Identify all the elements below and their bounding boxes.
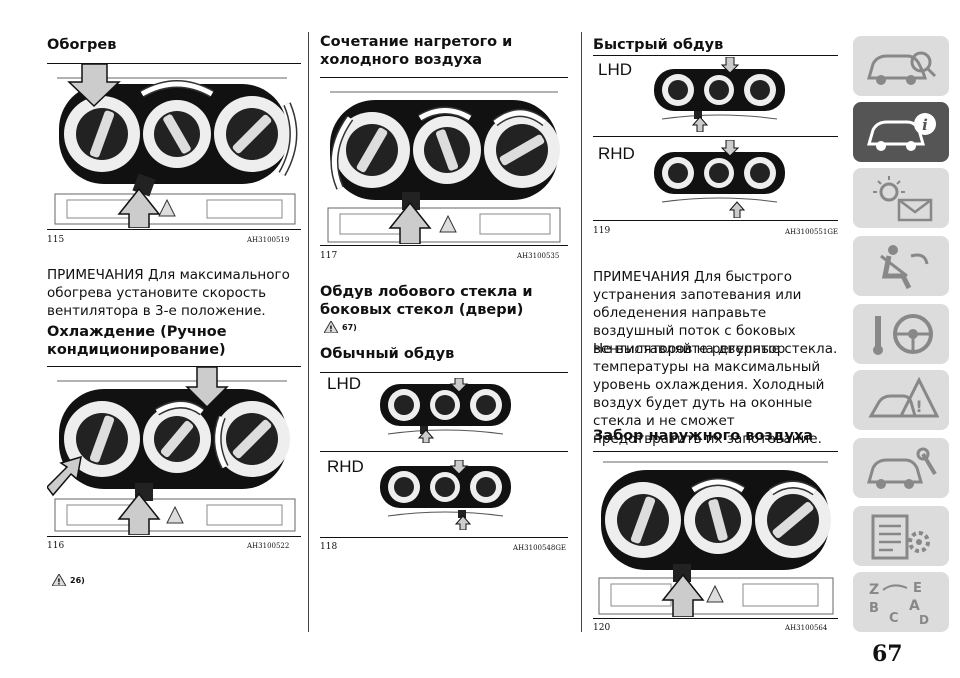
figure-number: 116 bbox=[47, 541, 65, 551]
svg-text:B: B bbox=[869, 601, 879, 616]
climate-panel-rhd-figure-119 bbox=[654, 140, 785, 218]
svg-text:A: A bbox=[909, 598, 920, 614]
climate-panel-lhd-figure-118 bbox=[380, 378, 511, 443]
tab-safety[interactable] bbox=[853, 236, 949, 296]
tab-emergency[interactable]: ! bbox=[853, 370, 949, 430]
figure-ref: AH3100522 bbox=[247, 542, 290, 550]
climate-panel-rhd-figure-118 bbox=[380, 460, 511, 530]
svg-text:!: ! bbox=[915, 397, 922, 416]
svg-text:!: ! bbox=[329, 325, 333, 334]
climate-panel-figure-116 bbox=[47, 367, 301, 535]
steering-icon bbox=[873, 314, 933, 355]
climate-panel-figure-120 bbox=[593, 452, 838, 617]
svg-text:C: C bbox=[889, 611, 899, 626]
car-search-icon bbox=[867, 51, 937, 85]
para-fast: Не выставляйте регулятор температуры на … bbox=[593, 341, 825, 447]
figure-number: 117 bbox=[320, 251, 338, 261]
heading-cooling: Охлаждение (Ручное кондиционирование) bbox=[47, 324, 227, 358]
figure-number: 118 bbox=[320, 542, 338, 552]
road-emergency-icon: ! bbox=[868, 376, 939, 418]
heading-normal: Обычный обдув bbox=[320, 346, 455, 362]
rhd-label: RHD bbox=[598, 144, 635, 163]
tab-warning-lights[interactable] bbox=[853, 168, 949, 228]
heading-mix: Сочетание нагретого и холодного воздуха bbox=[320, 34, 513, 68]
warning-light-icon bbox=[873, 176, 933, 222]
heading-fast: Быстрый обдув bbox=[593, 37, 724, 53]
tab-maintenance[interactable] bbox=[853, 438, 949, 498]
warning-note: ! 67) bbox=[324, 321, 357, 333]
warning-triangle-icon: ! bbox=[324, 321, 338, 333]
lhd-label: LHD bbox=[598, 60, 633, 79]
warning-triangle-icon: ! bbox=[52, 574, 66, 586]
svg-text:!: ! bbox=[57, 578, 61, 587]
svg-text:D: D bbox=[919, 613, 929, 626]
note-heating: ПРИМЕЧАНИЯ Для максимального обогрева ус… bbox=[47, 267, 290, 319]
rhd-label: RHD bbox=[327, 457, 364, 476]
warning-note: ! 26) bbox=[52, 574, 85, 586]
car-info-icon: i bbox=[867, 113, 936, 151]
tab-car-search[interactable] bbox=[853, 36, 949, 96]
page-number: 67 bbox=[872, 641, 903, 667]
climate-panel-figure-115 bbox=[47, 64, 301, 228]
lhd-label: LHD bbox=[327, 374, 362, 393]
warning-ref: 26) bbox=[70, 575, 85, 585]
heading-outside: Забор наружного воздуха bbox=[593, 428, 814, 444]
figure-ref: AH3100548GE bbox=[513, 544, 567, 552]
tab-specs[interactable] bbox=[853, 506, 949, 566]
svg-text:Z: Z bbox=[869, 582, 879, 598]
climate-panel-figure-117 bbox=[320, 78, 568, 244]
figure-ref: AH3100519 bbox=[247, 236, 290, 244]
climate-panel-lhd-figure-119 bbox=[654, 57, 785, 132]
figure-number: 115 bbox=[47, 235, 65, 245]
figure-ref: AH3100564 bbox=[785, 624, 828, 632]
warning-ref: 67) bbox=[342, 322, 357, 332]
heading-heating: Обогрев bbox=[47, 37, 117, 53]
svg-text:i: i bbox=[922, 116, 928, 134]
note-fast: ПРИМЕЧАНИЯ Для быстрого устранения запот… bbox=[593, 269, 838, 357]
service-car-icon bbox=[867, 447, 937, 489]
figure-number: 119 bbox=[593, 226, 611, 236]
heading-windshield: Обдув лобового стекла и боковых стекол (… bbox=[320, 284, 533, 318]
svg-text:E: E bbox=[913, 581, 922, 596]
figure-number: 120 bbox=[593, 623, 611, 633]
seat-safety-icon bbox=[880, 245, 929, 290]
tab-car-info[interactable]: i bbox=[853, 102, 949, 162]
specs-list-icon bbox=[871, 514, 930, 560]
tab-driving[interactable] bbox=[853, 304, 949, 364]
figure-ref: AH3100535 bbox=[517, 252, 560, 260]
figure-ref: AH3100551GE bbox=[785, 228, 839, 236]
